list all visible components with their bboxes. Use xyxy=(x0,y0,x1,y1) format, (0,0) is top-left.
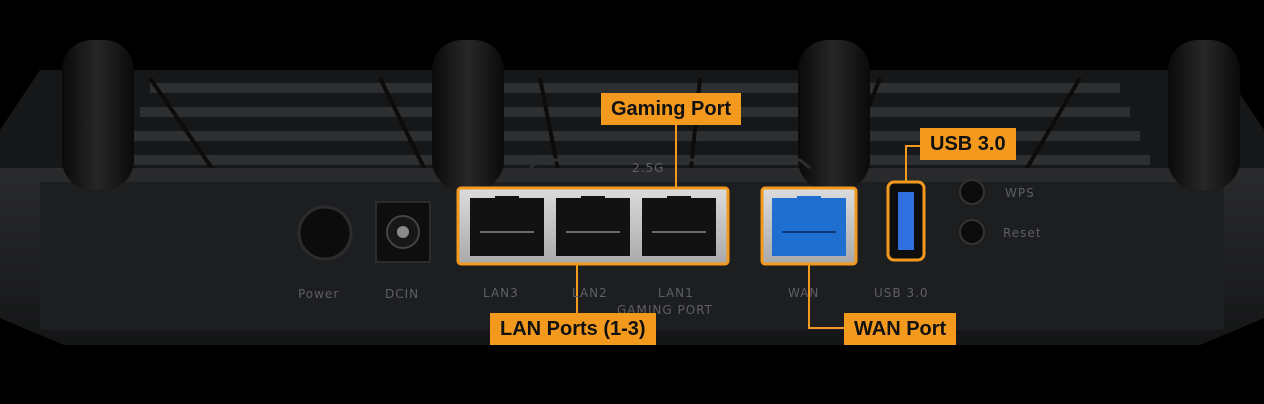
power-button xyxy=(297,205,353,261)
lan2-label: LAN2 xyxy=(572,286,608,300)
gaming-port-callout: Gaming Port xyxy=(601,93,742,125)
lan-jacks xyxy=(470,196,716,256)
wan-label: WAN xyxy=(788,286,820,300)
lan-ports-callout: LAN Ports (1-3) xyxy=(490,313,656,345)
wan-port-callout: WAN Port xyxy=(844,313,957,345)
speed-label: 2.5G xyxy=(632,161,665,175)
lan1-label: LAN1 xyxy=(658,286,694,300)
power-label: Power xyxy=(298,287,340,301)
antenna xyxy=(798,40,870,190)
lan3-label: LAN3 xyxy=(483,286,519,300)
dcin-label: DCIN xyxy=(385,287,420,301)
usb-callout: USB 3.0 xyxy=(920,128,1016,160)
wps-label: WPS xyxy=(1005,186,1035,200)
callout-lines xyxy=(576,124,920,329)
reset-button xyxy=(959,219,985,245)
wps-button xyxy=(959,179,985,205)
usb-etch-label: USB 3.0 xyxy=(874,286,929,300)
antenna xyxy=(1168,40,1240,190)
antenna xyxy=(432,40,504,190)
antenna xyxy=(62,40,134,190)
reset-label: Reset xyxy=(1003,226,1042,240)
